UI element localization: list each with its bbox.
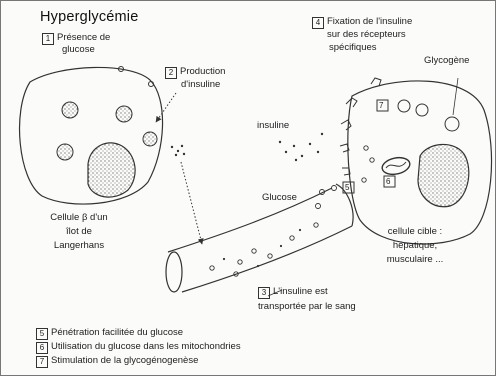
target-cell-glucose	[362, 146, 374, 182]
step-1-number: 1	[42, 33, 54, 45]
glycogen-label: Glycogène	[424, 55, 469, 66]
target-cell-label-3: musculaire ...	[360, 254, 470, 265]
arrow-to-vessel	[181, 162, 202, 244]
step-6-number: 6	[36, 342, 48, 354]
step-4-number: 4	[312, 17, 324, 29]
beta-cell-label-3: Langerhans	[30, 240, 128, 251]
step-1-text-line2: glucose	[62, 44, 95, 55]
glucose-label: Glucose	[262, 192, 297, 203]
beta-cell-nucleus	[88, 143, 135, 197]
step-2-number: 2	[165, 67, 177, 79]
step-3-text-line2: transportée par le sang	[258, 301, 356, 312]
step-4-text-line3: spécifiques	[329, 42, 377, 53]
marker-7-text: 7	[379, 100, 383, 111]
target-cell-label-2: hépatique,	[360, 240, 470, 251]
glycogen-pointer	[453, 78, 458, 115]
step-2-text-line2: d'insuline	[181, 79, 220, 90]
blood-vessel	[166, 184, 353, 292]
marker-6-text: 6	[386, 176, 390, 187]
step-1-text: Présence de	[57, 32, 110, 43]
insulin-label: insuline	[257, 120, 289, 131]
step-2-text: Production	[180, 66, 225, 77]
step-5-text: Pénétration facilitée du glucose	[51, 327, 183, 338]
insulin-receptors	[340, 78, 381, 175]
step-4-text: Fixation de l'insuline	[327, 16, 412, 27]
step-4-text-line2: sur des récepteurs	[327, 29, 406, 40]
free-insulin	[279, 133, 323, 161]
step-3-number: 3	[258, 287, 270, 299]
target-cell-label-1: cellule cible :	[360, 226, 470, 237]
vessel-insulin	[223, 229, 301, 267]
secreted-insulin	[171, 145, 185, 156]
step-7-text: Stimulation de la glycogénogenèse	[51, 355, 198, 366]
step-7-number: 7	[36, 356, 48, 368]
glucose-entering	[316, 186, 337, 209]
step-5-number: 5	[36, 328, 48, 340]
marker-5-text: 5	[345, 182, 349, 193]
step-3-text: L'insuline est	[273, 286, 328, 297]
mitochondrion	[381, 155, 412, 176]
beta-cell-label-1: Cellule β d'un	[30, 212, 128, 223]
diagram-title: Hyperglycémie	[40, 12, 139, 23]
target-cell-nucleus	[418, 144, 469, 206]
glycogen-granules	[398, 100, 459, 131]
beta-cell-label-2: îlot de	[30, 226, 128, 237]
step-6-text: Utilisation du glucose dans les mitochon…	[51, 341, 241, 352]
